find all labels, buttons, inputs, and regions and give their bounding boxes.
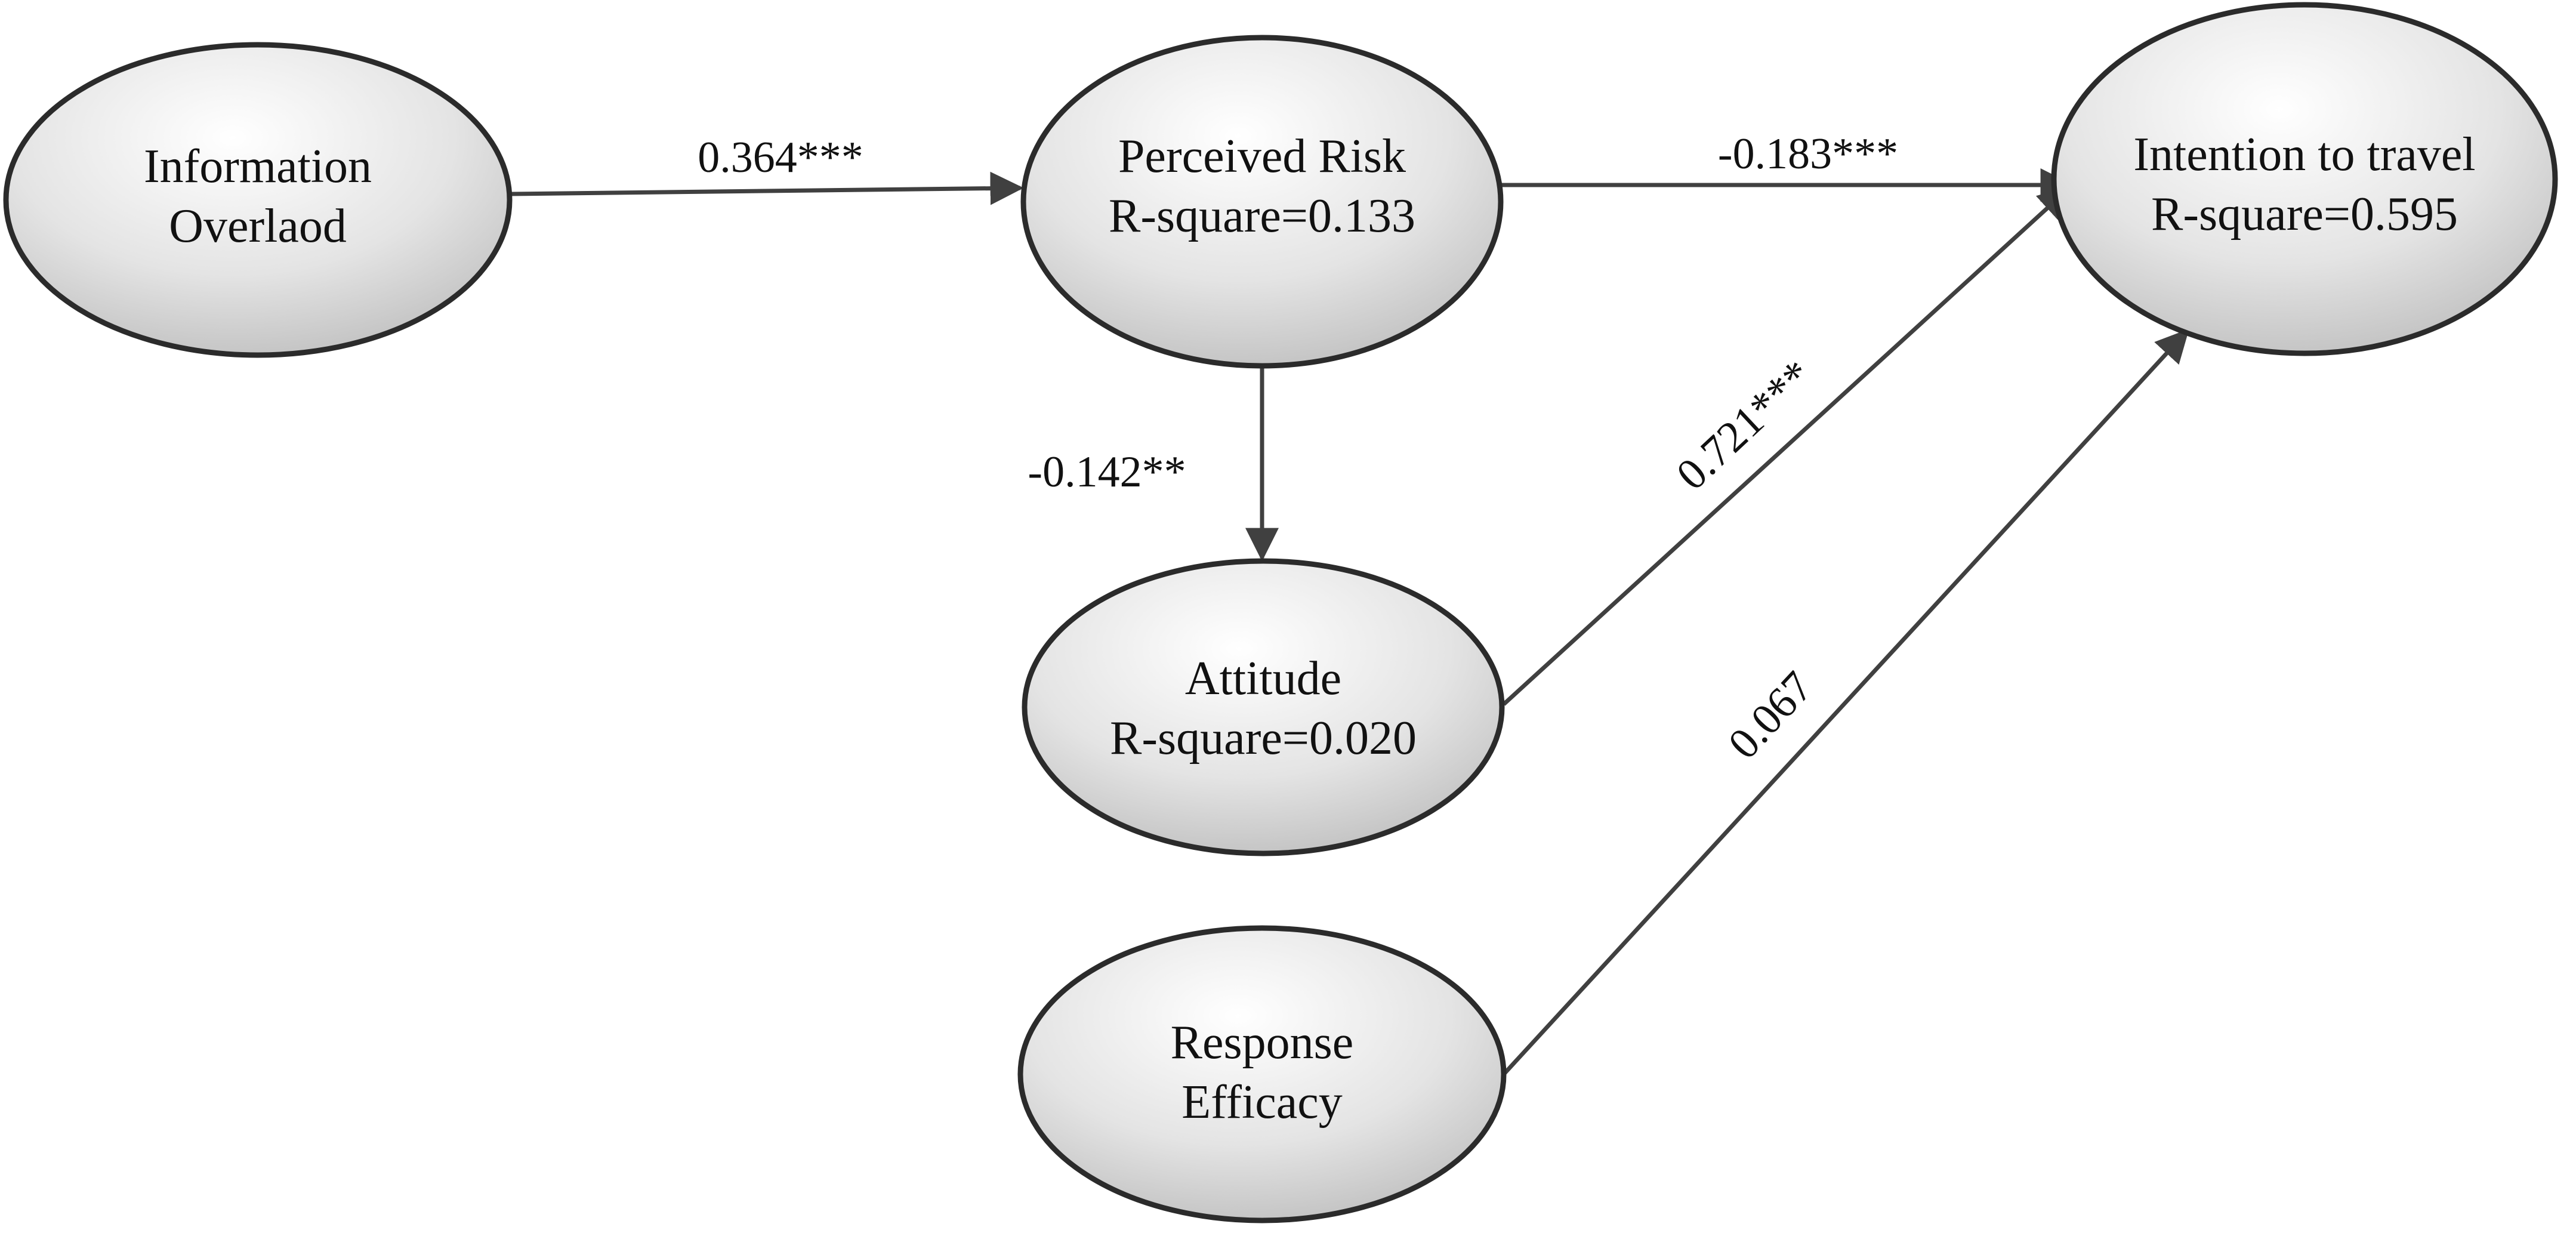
node-information-overload-line2: Overlaod <box>169 200 347 252</box>
node-intention-to-travel-line1: Intention to travel <box>2133 128 2475 181</box>
node-attitude: Attitude R-square=0.020 <box>1022 558 1505 856</box>
node-response-efficacy-line1: Response <box>1171 1016 1354 1069</box>
coef-perceived-risk-intention: -0.183*** <box>1718 130 1898 178</box>
node-perceived-risk: Perceived Risk R-square=0.133 <box>1020 35 1504 369</box>
node-attitude-line2: R-square=0.020 <box>1110 712 1417 765</box>
node-response-efficacy-line2: Efficacy <box>1181 1076 1342 1129</box>
edges <box>511 168 2189 1076</box>
coef-attitude-intention: 0.721*** <box>1667 351 1822 500</box>
node-perceived-risk-line2: R-square=0.133 <box>1109 190 1415 242</box>
node-information-overload: Information Overlaod <box>3 42 513 358</box>
coef-perceived-risk-attitude: -0.142** <box>1028 448 1186 497</box>
node-attitude-line1: Attitude <box>1185 652 1341 705</box>
coef-information-overload-perceived-risk: 0.364*** <box>698 133 863 182</box>
arrow-response-efficacy-to-intention <box>1502 328 2189 1076</box>
node-information-overload-line1: Information <box>144 140 372 193</box>
coef-response-efficacy-intention: 0.067 <box>1719 662 1823 769</box>
node-response-efficacy: Response Efficacy <box>1017 925 1507 1223</box>
node-intention-to-travel: Intention to travel R-square=0.595 <box>2051 2 2558 356</box>
node-intention-to-travel-line2: R-square=0.595 <box>2151 188 2458 241</box>
node-perceived-risk-line1: Perceived Risk <box>1118 130 1406 183</box>
arrow-information-overload-to-perceived-risk <box>511 171 1024 205</box>
arrow-attitude-to-intention <box>1502 186 2072 706</box>
